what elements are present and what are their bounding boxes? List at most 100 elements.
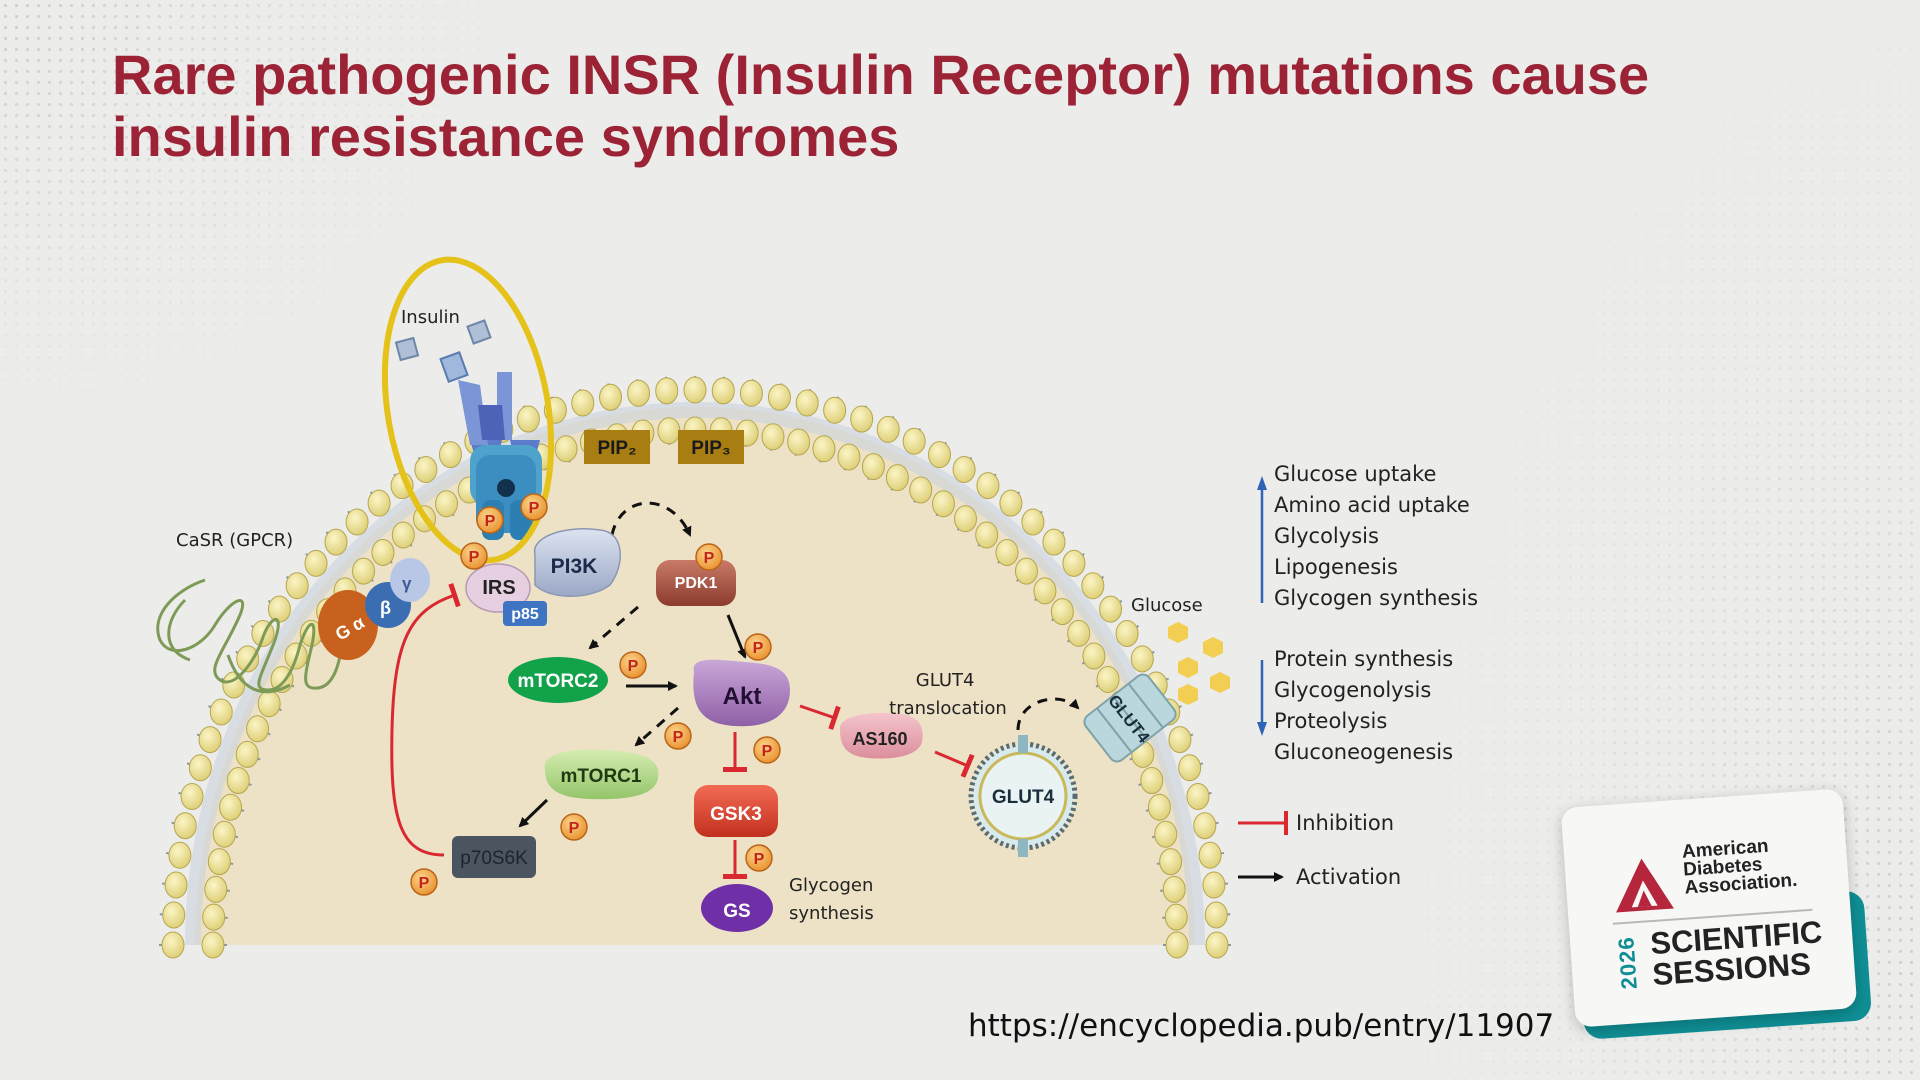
glut4-translocation-label: GLUT4 translocation <box>889 670 1007 719</box>
casr-label: CaSR (GPCR) <box>176 530 293 551</box>
lipid-head <box>1164 903 1188 931</box>
lipid-head <box>627 379 651 407</box>
phosphate-circle <box>744 633 772 661</box>
lipid-head <box>161 931 185 959</box>
phosphate-label: P <box>628 658 639 675</box>
arrow-glut4-translocation <box>1016 697 1080 731</box>
insulin-label: Insulin <box>401 307 460 328</box>
lipid-head <box>761 423 785 451</box>
lipid-head <box>235 740 259 768</box>
legend: Inhibition Activation <box>1238 811 1401 889</box>
lipid-head <box>1067 619 1091 647</box>
badge-event-name: SCIENTIFIC SESSIONS <box>1649 914 1824 993</box>
slide-title: Rare pathogenic INSR (Insulin Receptor) … <box>112 43 1650 168</box>
lipid-head <box>267 595 291 623</box>
lipid-head <box>902 427 926 455</box>
mtorc1-node: mTORC1 <box>544 749 659 800</box>
lipid-head <box>1186 783 1210 811</box>
lipid-head <box>367 489 391 517</box>
lipid-head <box>257 690 281 718</box>
lipid-head <box>975 521 999 549</box>
legend-activation-label: Activation <box>1296 865 1401 889</box>
lipid-head <box>162 901 186 929</box>
phosphate-label: P <box>673 729 684 746</box>
lipid-head <box>1205 931 1229 959</box>
badge-year: 2026 <box>1613 935 1642 991</box>
lipid-head <box>435 490 459 518</box>
irs-node: IRS <box>465 563 531 613</box>
lipid-head <box>885 464 909 492</box>
lipid-head <box>207 848 231 876</box>
lipid-head <box>168 841 192 869</box>
phosphate-label: P <box>485 513 496 530</box>
lipid-head <box>976 472 1000 500</box>
lipid-head <box>1193 812 1217 840</box>
arrow-pdk1-akt <box>726 614 747 659</box>
lipid-head <box>683 376 707 404</box>
pip2-label: PIP₂ <box>597 438 636 459</box>
lipid-head <box>571 389 595 417</box>
pip2-box: PIP₂ <box>584 430 650 464</box>
lipid-head <box>1115 620 1139 648</box>
phosphate-label: P <box>753 640 764 657</box>
lipid-head <box>909 476 933 504</box>
activation-arrows <box>518 501 1080 828</box>
arrow-pi3k-pdk1 <box>610 501 692 537</box>
lipid-head <box>304 549 328 577</box>
inhibition-arrows <box>390 582 975 879</box>
lipid-head <box>201 931 225 959</box>
lipid-head <box>554 435 578 463</box>
p85-node: p85 <box>503 601 547 626</box>
lipid-head <box>1178 754 1202 782</box>
akt-node: Akt <box>693 659 790 727</box>
lipid-head <box>173 812 197 840</box>
insulin-molecules <box>394 319 492 362</box>
lipid-head <box>438 441 462 469</box>
svg-text:Glucose uptake Amino aci: Glucose uptake Amino acid uptake Glycoly… <box>1274 462 1478 610</box>
lipid-head <box>837 443 861 471</box>
lipid-head <box>711 377 735 405</box>
lipid-head <box>1062 549 1086 577</box>
lipid-head <box>1042 528 1066 556</box>
phosphate-label: P <box>762 743 773 760</box>
lipid-head <box>1202 871 1226 899</box>
lipid-head <box>1162 875 1186 903</box>
phosphate-circle <box>410 868 438 896</box>
lipid-head <box>391 521 415 549</box>
inhibit-p70s6k-irs <box>390 582 461 857</box>
effects-up-list: Glucose uptake Amino acid uptake Glycoly… <box>1257 462 1478 610</box>
glut4-vesicle-label: GLUT4 <box>992 787 1055 808</box>
inhibit-akt-as160 <box>799 704 841 730</box>
g-beta-label: β <box>380 598 391 618</box>
lipid-head <box>812 435 836 463</box>
p85-label: p85 <box>511 606 539 623</box>
lipid-head <box>861 453 885 481</box>
lipid-head <box>1147 793 1171 821</box>
pi3k-label: PI3K <box>551 555 598 578</box>
gs-label: GS <box>723 901 750 922</box>
phosphate-circle <box>560 813 588 841</box>
p70s6k-label: p70S6K <box>460 848 528 869</box>
ada-triangle-logo <box>1616 858 1674 913</box>
lipid-head <box>995 538 1019 566</box>
mtorc1-label: mTORC1 <box>561 766 642 787</box>
lipid-head <box>1198 841 1222 869</box>
lipid-head <box>209 698 233 726</box>
phosphate-circle <box>460 542 488 570</box>
effect-down-item: Protein synthesis <box>1274 647 1453 671</box>
effect-down-item: Proteolysis <box>1274 709 1387 733</box>
lipid-head <box>164 871 188 899</box>
mtorc2-node: mTORC2 <box>508 657 608 703</box>
gs-node: GS <box>701 884 773 932</box>
lipid-head <box>212 820 236 848</box>
as160-node: AS160 <box>839 712 923 759</box>
effect-down-item: Glycogenolysis <box>1274 678 1431 702</box>
phosphate-label: P <box>529 500 540 517</box>
lipid-head <box>414 455 438 483</box>
phosphate-circle <box>753 736 781 764</box>
lipid-head <box>371 538 395 566</box>
lipid-head <box>1099 595 1123 623</box>
lipid-head <box>739 379 763 407</box>
